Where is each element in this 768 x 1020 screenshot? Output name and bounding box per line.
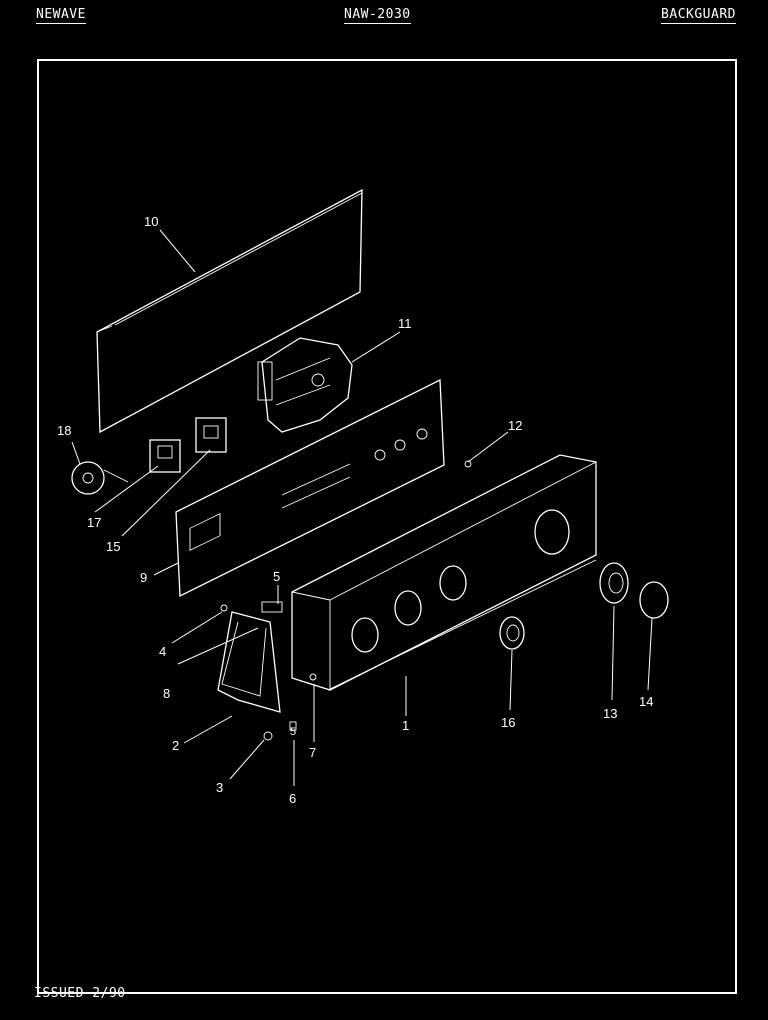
part-15-switch [195, 417, 227, 453]
callout-10: 10 [144, 214, 158, 229]
callout-5-upper: 5 [273, 569, 280, 584]
part-16-knob [499, 616, 525, 650]
callout-12: 12 [508, 418, 522, 433]
part-1-backguard-housing [291, 454, 597, 691]
part-18-selector-switch [71, 461, 129, 495]
part-14-knob [639, 581, 669, 619]
callout-8: 8 [163, 686, 170, 701]
small-hardware [220, 460, 472, 741]
part-17-switch [149, 439, 181, 473]
callout-labels: 1 2 3 4 5 5 6 7 8 9 10 11 12 13 14 15 16… [57, 214, 653, 806]
header-model-number: NAW-2030 [344, 7, 411, 24]
callout-5-lower: 5 [290, 726, 296, 738]
callout-4: 4 [159, 644, 166, 659]
callout-3: 3 [216, 780, 223, 795]
part-8-end-bracket [217, 601, 283, 713]
callout-9: 9 [140, 570, 147, 585]
part-11-timer-assembly [257, 337, 353, 433]
callout-16: 16 [501, 715, 515, 730]
callout-2: 2 [172, 738, 179, 753]
header-section-title: BACKGUARD [661, 7, 736, 24]
callout-15: 15 [106, 539, 120, 554]
callout-13: 13 [603, 706, 617, 721]
callout-11: 11 [398, 316, 412, 331]
callout-18: 18 [57, 423, 71, 438]
callout-14: 14 [639, 694, 653, 709]
part-13-knob [599, 562, 629, 604]
callout-17: 17 [87, 515, 101, 530]
callout-1: 1 [402, 718, 409, 733]
callout-7: 7 [309, 745, 316, 760]
part-9-control-panel [175, 378, 445, 598]
part-10-rear-panel [96, 188, 363, 434]
header-brand: NEWAVE [36, 7, 86, 24]
diagram-frame [37, 59, 737, 994]
callout-6: 6 [289, 791, 296, 806]
leader-lines [71, 229, 653, 786]
issued-date: ISSUED 2/90 [34, 986, 126, 1001]
